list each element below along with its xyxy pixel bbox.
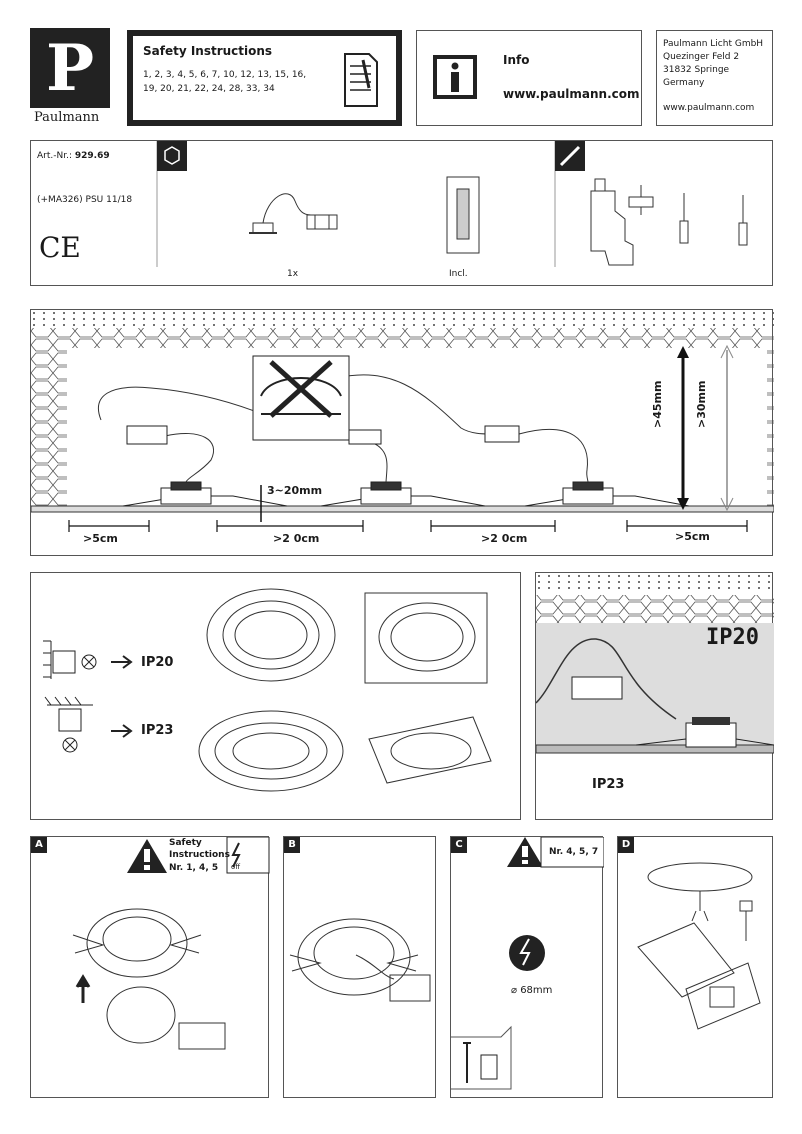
panel-d: D (617, 836, 773, 1098)
address-line-2: Quezinger Feld 2 (663, 52, 740, 62)
info-box: Info www.paulmann.com (416, 30, 642, 126)
info-icon (433, 55, 477, 99)
safety-instructions-box: Safety Instructions 1, 2, 3, 4, 5, 6, 7,… (127, 30, 402, 126)
panel-d-letter: D (618, 837, 634, 853)
safety-line-1: 1, 2, 3, 4, 5, 6, 7, 10, 12, 13, 15, 16, (143, 70, 307, 80)
ip-illustrations (43, 588, 492, 792)
dist-left: >5cm (83, 532, 118, 545)
panel-b-letter: B (284, 837, 300, 853)
panel-a-warning-2: Instructions (169, 850, 230, 860)
panel-c-nr: Nr. 4, 5, 7 (549, 847, 599, 857)
ip20-big-label: IP20 (706, 625, 759, 650)
ip23-bottom-label: IP23 (592, 777, 625, 792)
article-box: Art.-Nr.: 929.69 (+MA326) PSU 11/18 CE 1… (30, 140, 773, 286)
ip20-label: IP20 (141, 655, 174, 670)
info-url[interactable]: www.paulmann.com (503, 87, 640, 101)
logo-wordmark: Paulmann (34, 110, 100, 125)
ip-rating-box: IP20 IP23 (30, 572, 521, 820)
article-illustrations (156, 141, 748, 267)
address-line-3: 31832 Springe (663, 65, 730, 75)
article-psu: (+MA326) PSU 11/18 (37, 195, 133, 205)
ip23-label: IP23 (141, 723, 174, 738)
panel-a-off: off (231, 863, 241, 871)
height-min-45: >45mm (651, 380, 664, 428)
qty-label: 1x (287, 269, 299, 279)
incl-label: Incl. (449, 269, 468, 279)
panel-a-letter: A (31, 837, 47, 853)
dist-right: >5cm (675, 530, 710, 543)
address-line-4: Germany (663, 78, 705, 88)
panel-c-diameter: ⌀ 68mm (511, 985, 553, 996)
ce-mark: CE (39, 231, 81, 264)
panel-d-illustration (637, 862, 761, 1030)
height-min-30: >30mm (695, 380, 708, 428)
address-line-1: Paulmann Licht GmbH (663, 39, 764, 49)
panel-b-illustration (289, 918, 431, 1002)
panel-a-warning-1: Safety (169, 838, 202, 848)
panel-c-letter: C (451, 837, 467, 853)
panel-c-illustration (451, 837, 604, 1090)
article-number: 929.69 (74, 151, 110, 161)
safety-title: Safety Instructions (143, 44, 273, 58)
safety-line-2: 19, 20, 21, 22, 24, 28, 33, 34 (143, 84, 275, 94)
dist-mid-1: >2 0cm (273, 532, 320, 545)
logo-mark: P (30, 28, 110, 108)
panel-b: B (283, 836, 436, 1098)
document-icon (344, 53, 378, 107)
panel-a-nr: Nr. 1, 4, 5 (169, 863, 219, 873)
paulmann-logo: P Paulmann (30, 28, 124, 126)
article-label: Art.-Nr.: 929.69 (37, 151, 110, 161)
panel-a-illustration (72, 837, 270, 1050)
address-box: Paulmann Licht GmbH Quezinger Feld 2 318… (656, 30, 773, 126)
info-title: Info (503, 53, 530, 67)
panel-c: C Nr. 4, 5, 7 ⌀ 68mm (450, 836, 604, 1098)
ip-detail-box: IP20 IP23 (535, 572, 774, 820)
dist-mid-2: >2 0cm (481, 532, 528, 545)
ceiling-cross-section (31, 312, 774, 532)
ip-detail-illustration (536, 573, 774, 754)
gap-label: 3~20mm (267, 484, 323, 497)
address-url[interactable]: www.paulmann.com (663, 103, 755, 113)
installation-diagram: 3~20mm >5cm >2 0cm >2 0cm >5cm >45mm >30… (30, 309, 774, 556)
panel-a: A Safety Instructions Nr. 1, 4, 5 off (30, 836, 270, 1098)
